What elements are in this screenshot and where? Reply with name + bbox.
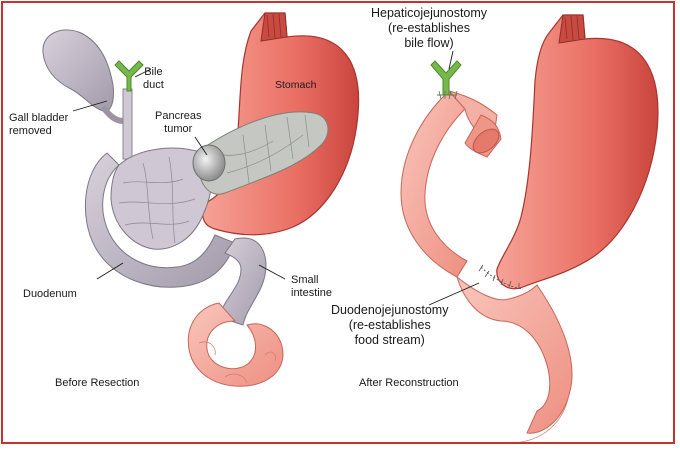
label-gall-bladder: Gall bladder removed — [9, 112, 69, 137]
label-pancreas-tumor: Pancreas tumor — [155, 110, 202, 135]
label-duodenum: Duodenum — [23, 288, 77, 300]
pancreas-head-shape — [110, 147, 213, 250]
jejunum-descending-shape — [456, 264, 573, 442]
gall-bladder-shape — [42, 29, 124, 124]
label-duodenojejunostomy: Duodenojejunostomy (re-establishes food … — [331, 303, 449, 347]
small-intestine-loop-shape — [187, 302, 284, 387]
before-resection-illustration — [42, 12, 360, 387]
pancreas-body-shape — [197, 111, 329, 195]
bile-duct-shape — [114, 60, 144, 160]
anatomy-illustration — [42, 12, 659, 442]
pointer-lines — [72, 50, 480, 306]
illustration-frame: Bile duct Gall bladder removed Pancreas … — [1, 1, 675, 444]
hepaticojejunostomy-duct-shape — [430, 60, 462, 100]
label-bile-duct: Bile duct — [143, 66, 164, 91]
stomach-shape-after — [496, 14, 659, 290]
after-reconstruction-illustration — [400, 14, 659, 442]
caption-after-reconstruction: After Reconstruction — [359, 377, 459, 389]
label-small-intestine: Small intestine — [291, 274, 332, 299]
caption-before-resection: Before Resection — [55, 377, 140, 389]
label-hepaticojejunostomy: Hepaticojejunostomy (re-establishes bile… — [371, 6, 488, 50]
label-stomach: Stomach — [275, 79, 317, 91]
pancreas-tumor-shape — [192, 144, 226, 182]
jejunum-limb-shape — [400, 90, 502, 278]
